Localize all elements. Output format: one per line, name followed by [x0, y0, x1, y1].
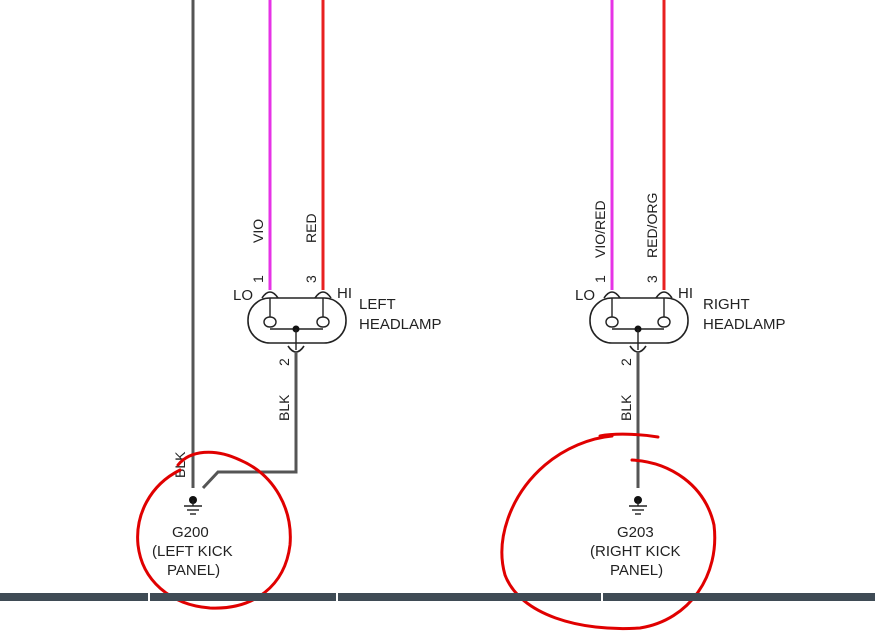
- right-lo-connector-terminal-icon: [603, 291, 621, 299]
- right-ground-pin-number: 2: [618, 358, 634, 366]
- left-lo-pin-number: 1: [250, 275, 266, 283]
- right-ground-wire-color-label: BLK: [618, 394, 634, 421]
- footer-bar: [0, 593, 875, 601]
- left-hi-wire-color-label: RED: [303, 213, 319, 243]
- left-hi-pin-number: 3: [303, 275, 319, 283]
- left-hi-connector-terminal-icon: [314, 291, 332, 299]
- left-lo-wire-color-label: VIO: [250, 219, 266, 243]
- left-ground-wire-color-label: BLK: [276, 394, 292, 421]
- right-lo-wire-color-label: VIO/RED: [592, 200, 608, 258]
- g203-desc-line2: PANEL): [610, 562, 663, 579]
- left-ground-pin-number: 2: [276, 358, 292, 366]
- right-headlamp-name-line1: RIGHT: [703, 296, 750, 313]
- left-headlamp-bulb-icon: [247, 297, 347, 350]
- g203-red-annotation-mark: [598, 432, 660, 439]
- g203-desc-line1: (RIGHT KICK: [590, 543, 681, 560]
- right-headlamp-bulb-icon: [589, 297, 689, 350]
- left-headlamp-name-line2: HEADLAMP: [359, 316, 442, 333]
- left-ground-blk-wire: [201, 352, 298, 490]
- right-hi-wire-color-label: RED/ORG: [644, 193, 660, 258]
- left-headlamp-name-line1: LEFT: [359, 296, 396, 313]
- g203-id-label: G203: [617, 524, 654, 541]
- right-hi-pin-number: 3: [644, 275, 660, 283]
- right-hi-connector-terminal-icon: [655, 291, 673, 299]
- right-lo-label: LO: [575, 287, 595, 304]
- right-headlamp-name-line2: HEADLAMP: [703, 316, 786, 333]
- g203-red-annotation-circle: [500, 434, 717, 631]
- g200-id-label: G200: [172, 524, 209, 541]
- g203-ground-symbol-icon: [629, 496, 647, 515]
- left-hi-label: HI: [337, 285, 352, 302]
- g200-ground-symbol-icon: [184, 496, 202, 515]
- right-hi-label: HI: [678, 285, 693, 302]
- g200-desc-line1: (LEFT KICK: [152, 543, 233, 560]
- right-lo-pin-number: 1: [592, 275, 608, 283]
- left-lo-connector-terminal-icon: [261, 291, 279, 299]
- g200-desc-line2: PANEL): [167, 562, 220, 579]
- left-lo-label: LO: [233, 287, 253, 304]
